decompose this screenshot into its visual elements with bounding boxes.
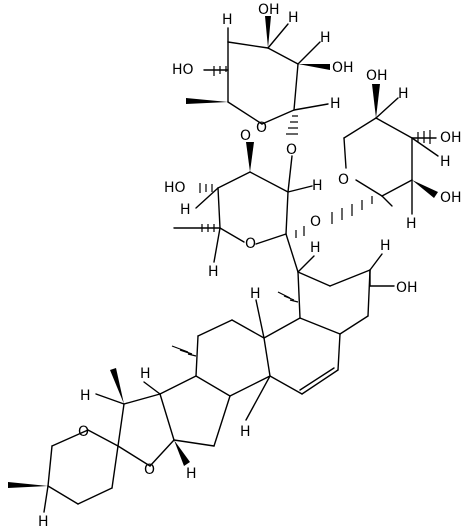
hash-bond-middle-to-right: [295, 226, 305, 238]
middle-sugar-ho: HO: [164, 180, 186, 196]
c1-h: H: [310, 240, 321, 256]
top-sugar-ho-left: HO: [172, 62, 194, 78]
middle-sugar-h-right: H: [312, 178, 323, 194]
hash-bond-middle-methyl: [201, 224, 215, 232]
hash-bond-top-glycosidic: [286, 115, 298, 135]
top-sugar-ring: [186, 16, 330, 135]
steroid-ring-a: [277, 253, 395, 335]
middle-sugar-ring: [173, 142, 313, 273]
middle-sugar-h-bottom: H: [208, 264, 219, 280]
hash-bond-right-anomeric: [331, 196, 373, 224]
middle-sugar-ring-oxygen: O: [245, 236, 256, 252]
furan-ring-e: [95, 368, 175, 467]
hash-bond-c10-methyl: [277, 291, 299, 303]
c14-h: H: [240, 424, 251, 440]
c3-h: H: [380, 238, 391, 254]
top-sugar-h-topleft: H: [222, 12, 233, 28]
c17-h: H: [186, 466, 197, 482]
steroid-ring-b: [255, 299, 341, 395]
steroid-ring-c: [171, 319, 271, 421]
c25-h: H: [38, 514, 49, 529]
hash-bond-left-oh: [213, 66, 227, 76]
top-sugar-ring-oxygen: O: [256, 120, 267, 136]
hash-bond-right-oh: [417, 130, 431, 144]
top-sugar-h-right: H: [320, 30, 331, 46]
pyran-ring-f: [8, 429, 119, 513]
top-sugar-oh-top: OH: [258, 2, 280, 18]
middle-sugar-o-right: O: [310, 214, 321, 230]
c20-h: H: [80, 388, 91, 404]
c3-hydroxyl: OH: [396, 280, 418, 296]
right-sugar-ring-oxygen: O: [338, 172, 349, 188]
ring-e-oxygen: O: [144, 462, 155, 478]
hash-bond-c13-methyl: [171, 345, 197, 357]
hash-bond-middle-ho: [199, 183, 213, 193]
right-sugar-h-top: H: [398, 86, 409, 102]
right-sugar-h-bottom: H: [406, 216, 417, 232]
ring-f-oxygen: O: [78, 424, 89, 440]
top-sugar-h-c5: H: [330, 96, 341, 112]
right-sugar-oh-bottom: OH: [440, 190, 462, 206]
top-sugar-oh-right: OH: [332, 60, 354, 76]
right-sugar-oh-top: OH: [366, 68, 388, 84]
top-sugar-h-topright: H: [288, 10, 299, 26]
right-sugar-oh-right: OH: [440, 130, 462, 146]
steroid-ring-d: [143, 375, 231, 466]
right-sugar-ring: [331, 84, 439, 224]
c16-h: H: [140, 366, 151, 382]
right-sugar-h-right: H: [440, 154, 451, 170]
middle-sugar-h-left: H: [180, 202, 191, 218]
c9-h: H: [250, 286, 261, 302]
middle-sugar-o-link: O: [286, 142, 297, 158]
middle-sugar-oh: O: [240, 128, 251, 144]
